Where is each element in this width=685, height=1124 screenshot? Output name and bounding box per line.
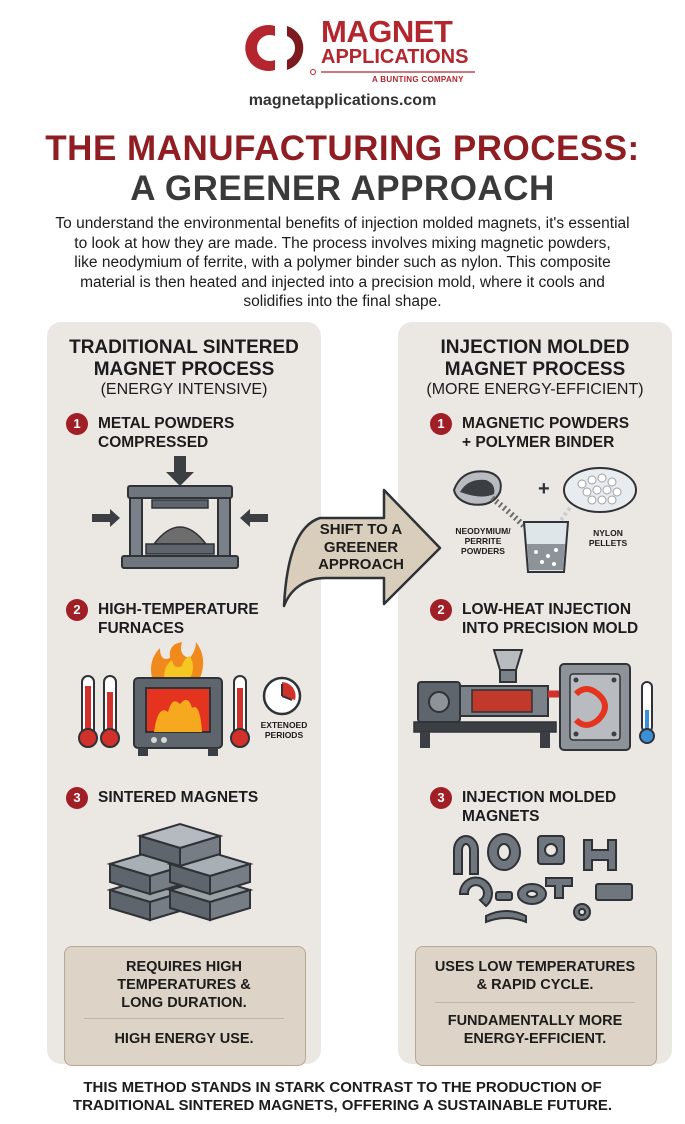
step-label: HIGH-TEMPERATURE FURNACES [98,600,259,638]
beaker-icon [522,521,570,573]
label-line: PELLETS [588,538,628,548]
injection-title: INJECTION MOLDED MAGNET PROCESS [398,337,672,381]
traditional-title-line1: TRADITIONAL SINTERED [69,337,299,358]
step-label-line: COMPRESSED [98,434,209,451]
step-number-badge: 3 [66,787,88,809]
label-line: PERRITE [464,536,502,546]
powder-scoop-icon [452,470,527,529]
step-label: SINTERED MAGNETS [98,789,259,806]
mixing-beaker-icon [452,467,637,573]
traditional-title-line2: MAGNET PROCESS [93,359,275,380]
footer-statement: THIS METHOD STANDS IN STARK CONTRAST TO … [0,1079,685,1115]
brand-name-line1: MAGNET [321,14,453,49]
injection-machine-icon [413,649,655,751]
step-number-badge: 1 [66,413,88,435]
traditional-summary-text: REQUIRES HIGH TEMPERATURES & LONG DURATI… [64,958,304,1012]
intro-line: solidifies into the final shape. [243,293,442,310]
plus-sign: + [538,478,550,500]
summary-divider [84,1018,284,1019]
summary-line: LONG DURATION. [121,995,247,1011]
step-number-badge: 3 [430,787,452,809]
injection-summary-box [415,946,657,1066]
brand-name-line2: APPLICATIONS [321,46,469,68]
furnace-icon [78,642,302,756]
step-number-badge: 2 [66,599,88,621]
summary-line: REQUIRES HIGH [125,959,242,975]
clock-icon [262,676,302,716]
intro-paragraph: To understand the environmental benefits… [30,214,655,312]
traditional-step-3: 3 SINTERED MAGNETS [66,787,326,809]
step-label: METAL POWDERS COMPRESSED [98,414,234,452]
molded-parts-icon [453,833,633,924]
precision-mold-icon [559,663,631,751]
injection-step-3: 3 INJECTION MOLDED MAGNETS [430,787,685,826]
brand-tagline: A BUNTING COMPANY [372,75,464,84]
label-line: POWDERS [461,546,505,556]
intro-line: To understand the environmental benefits… [55,215,630,232]
traditional-summary-emphasis: HIGH ENERGY USE. [114,1031,254,1047]
pellet-bowl-icon [554,467,637,531]
injection-summary-text: USES LOW TEMPERATURES & RAPID CYCLE. [415,958,655,994]
traditional-step-1: 1 METAL POWDERS COMPRESSED [66,413,326,452]
step-label-line: METAL POWDERS [98,415,235,432]
page-title-line2: A GREENER APPROACH [130,169,555,208]
summary-line: FUNDAMENTALLY MORE [447,1013,623,1029]
injection-step-2: 2 LOW-HEAT INJECTION INTO PRECISION MOLD [430,599,685,638]
powders-label: NEODYMIUM/ PERRITE POWDERS [446,526,520,556]
traditional-title: TRADITIONAL SINTERED MAGNET PROCESS [47,337,321,381]
label-line: NYLON [593,528,623,538]
step-number-badge: 1 [430,413,452,435]
step-label-line: MAGNETS [462,808,540,825]
intro-line: material is then heated and injected int… [80,273,605,291]
injection-title-line2: MAGNET PROCESS [444,359,626,380]
step-label-line: FURNACES [98,620,185,637]
injection-summary-emphasis: FUNDAMENTALLY MORE ENERGY-EFFICIENT. [415,1012,655,1048]
traditional-step-2: 2 HIGH-TEMPERATURE FURNACES [66,599,326,638]
shift-arrow-icon [282,488,442,608]
injection-step-1: 1 MAGNETIC POWDERS + POLYMER BINDER [430,413,685,452]
shift-arrow-label: SHIFT TO A GREENER APPROACH [306,521,416,574]
step-label: LOW-HEAT INJECTION INTO PRECISION MOLD [462,600,638,638]
traditional-summary-box [64,946,306,1066]
step-label-line: INJECTION MOLDED [462,789,617,806]
intro-line: to look at how they are made. The proces… [74,234,611,252]
arrow-label-line: GREENER [323,538,399,556]
page-title-line1: THE MANUFACTURING PROCESS: [45,129,640,168]
label-line: EXTENOED [260,720,308,730]
step-label-line: INTO PRECISION MOLD [462,620,639,637]
pellets-label: NYLON PELLETS [580,528,636,548]
summary-line: & RAPID CYCLE. [476,977,594,993]
footer-line: TRADITIONAL SINTERED MAGNETS, OFFERING A… [72,1097,613,1114]
label-line: NEODYMIUM/ [455,526,511,536]
footer-line: THIS METHOD STANDS IN STARK CONTRAST TO … [83,1079,602,1096]
label-line: PERIODS [264,730,304,740]
thermometer-icon [78,675,120,748]
magnet-applications-logo-icon [245,24,475,75]
extended-periods-label: EXTENOED PERIODS [256,720,312,740]
step-label-line: + POLYMER BINDER [462,434,615,451]
magnet-blocks-icon [106,822,254,922]
thermometer-icon [639,681,655,744]
step-label-line: LOW-HEAT INJECTION [462,601,632,618]
step-label-line: MAGNETIC POWDERS [462,415,630,432]
summary-line: USES LOW TEMPERATURES [434,959,636,975]
website-link[interactable]: magnetapplications.com [248,92,437,109]
injection-title-line1: INJECTION MOLDED [440,337,630,358]
summary-line: ENERGY-EFFICIENT. [463,1031,607,1047]
intro-line: like neodymium of ferrite, with a polyme… [74,254,611,271]
summary-divider [435,1002,635,1003]
arrow-label-line: APPROACH [318,556,404,573]
hydraulic-press-icon [92,456,268,569]
step-label-line: HIGH-TEMPERATURE [98,601,259,618]
summary-line: TEMPERATURES & [117,977,251,993]
step-number-badge: 2 [430,599,452,621]
traditional-subtitle: (ENERGY INTENSIVE) [100,381,268,398]
injection-subtitle: (MORE ENERGY-EFFICIENT) [426,381,644,398]
step-label: INJECTION MOLDED MAGNETS [462,788,616,826]
arrow-label-line: SHIFT TO A [319,521,403,538]
step-label: MAGNETIC POWDERS + POLYMER BINDER [462,414,629,452]
